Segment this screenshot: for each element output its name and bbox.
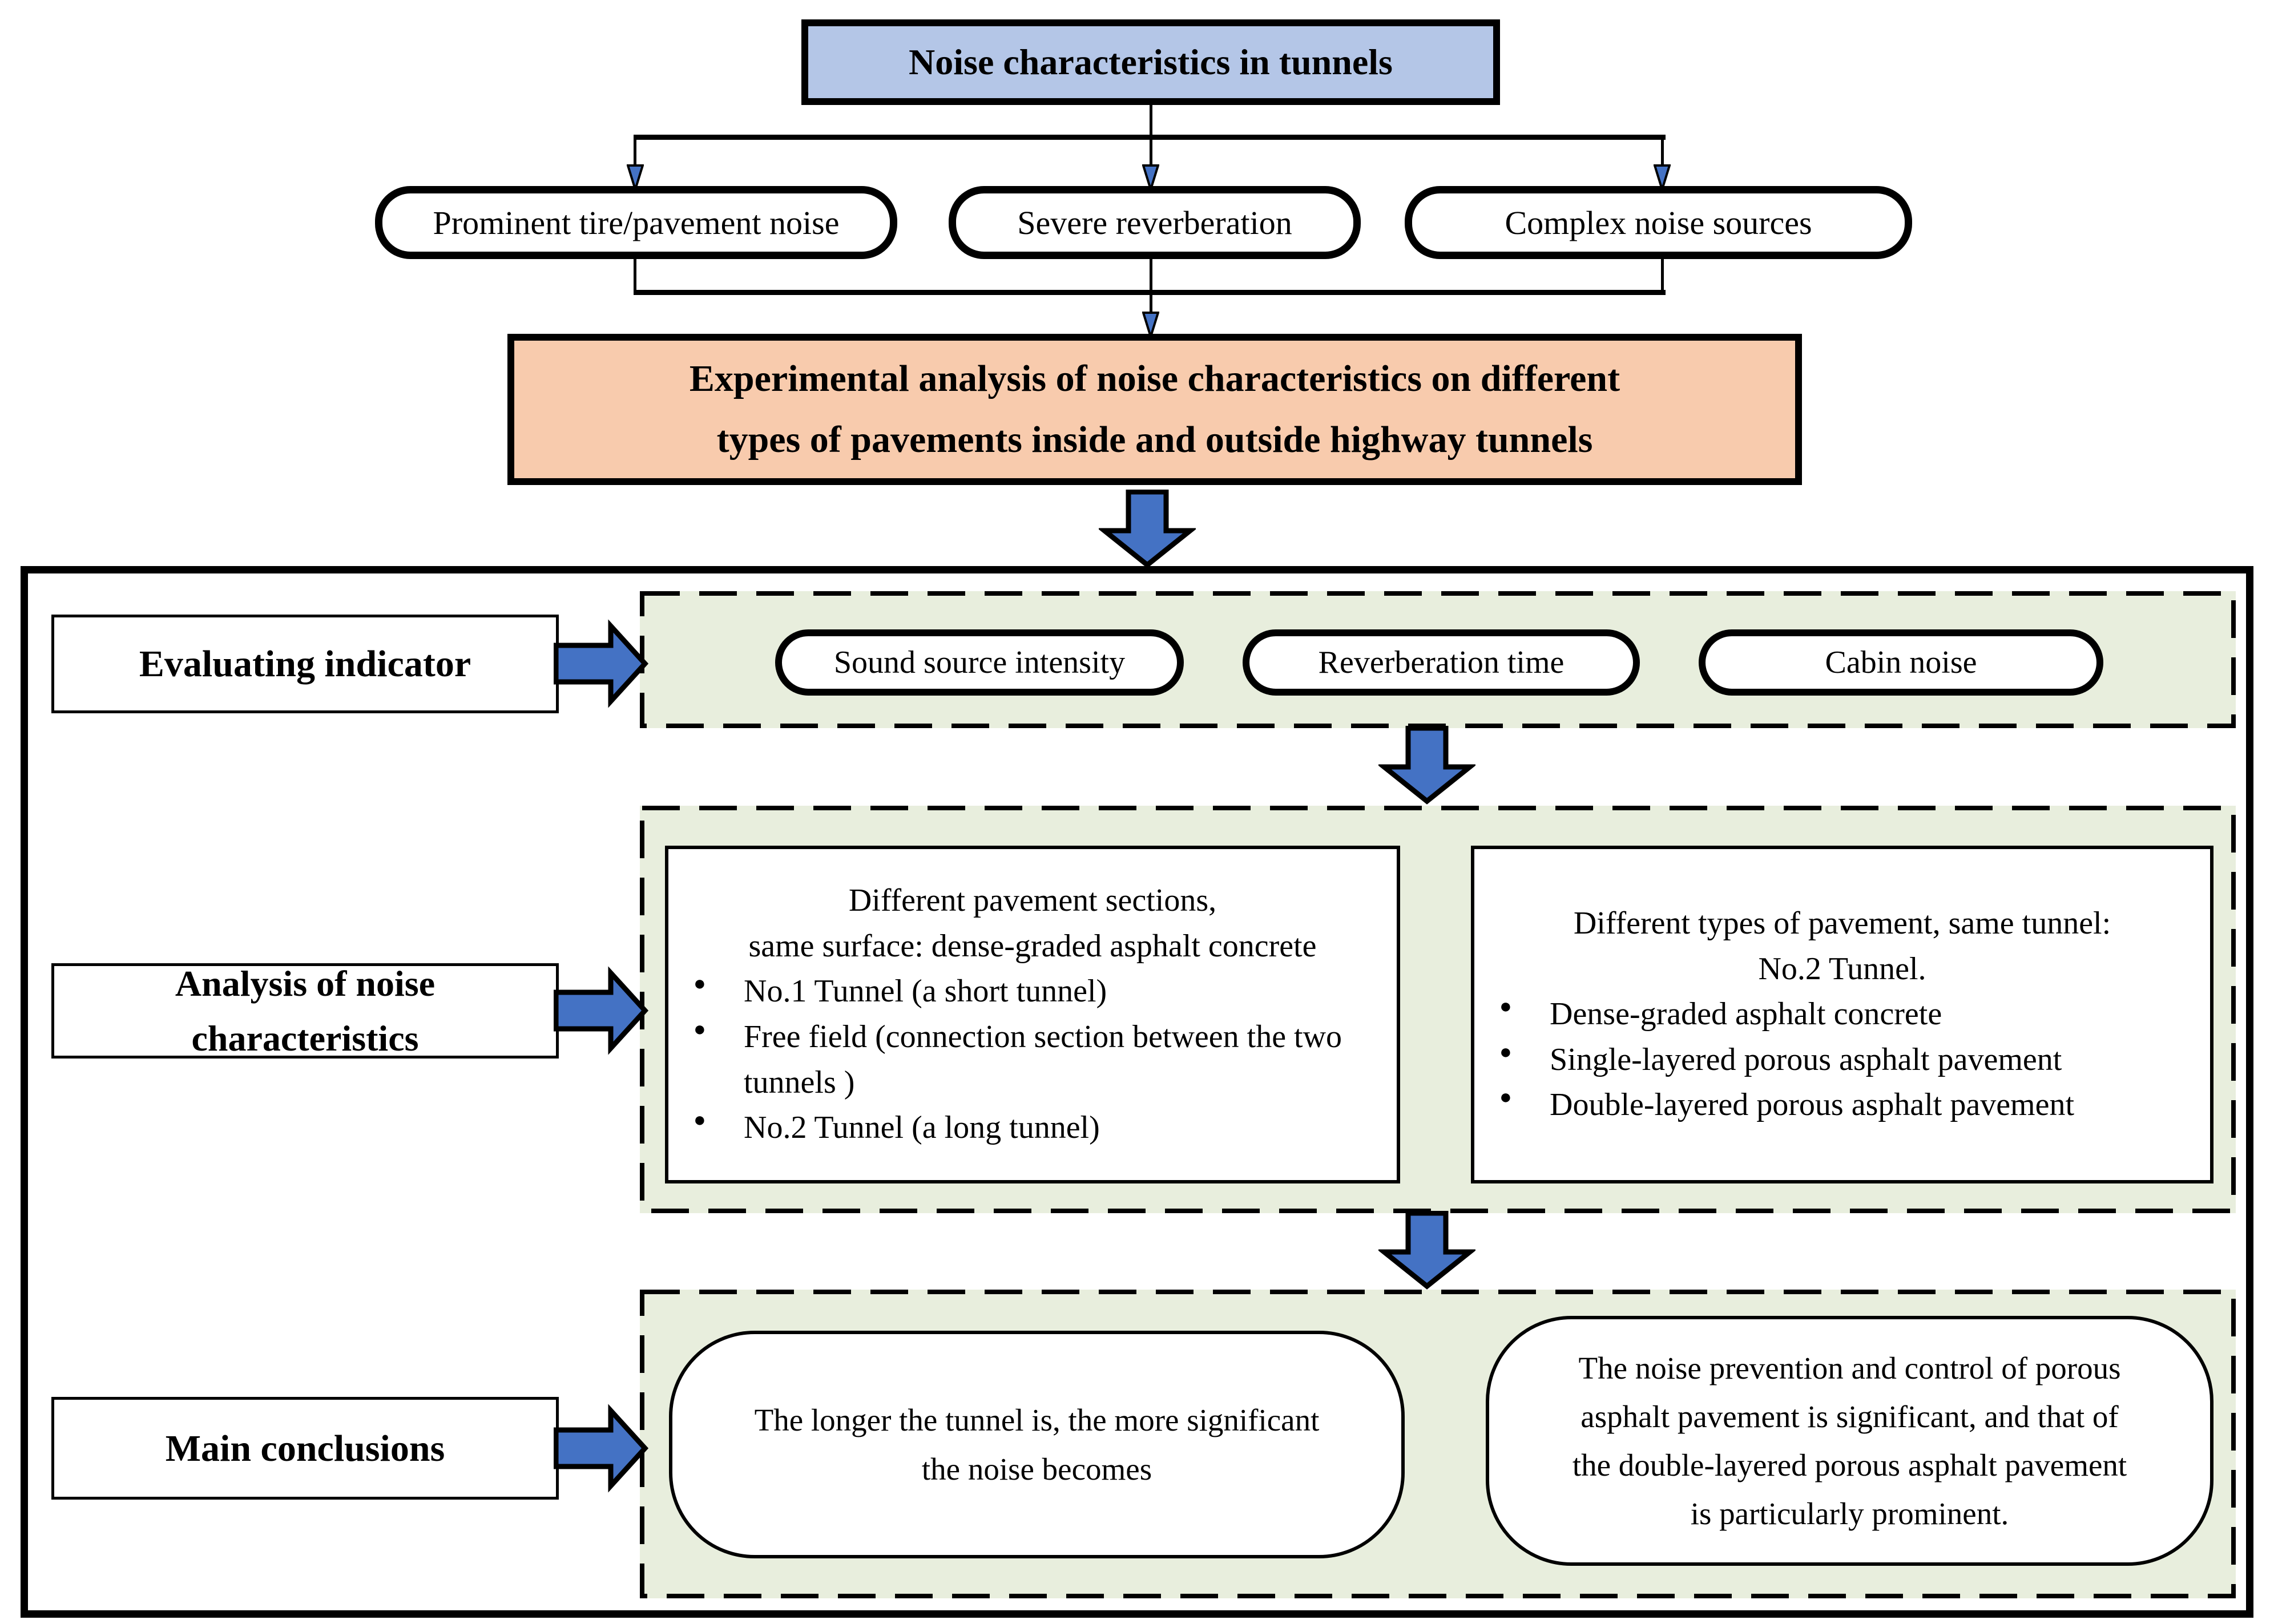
right-arrow-icon: [554, 1404, 649, 1493]
bullet-item: No.1 Tunnel (a short tunnel): [668, 969, 1397, 1015]
arrowhead-icon: [1142, 312, 1159, 338]
box-heading: Different pavement sections,: [848, 883, 1217, 919]
node-title: Noise characteristics in tunnels: [801, 19, 1500, 105]
bullet-list: No.1 Tunnel (a short tunnel) Free field …: [668, 969, 1397, 1150]
bullet-item: Free field (connection section between t…: [668, 1015, 1397, 1105]
box-heading: same surface: dense-graded asphalt concr…: [748, 928, 1317, 964]
arrowhead-icon: [1142, 164, 1159, 191]
connector-line: [1150, 259, 1152, 292]
bullet-item: Single-layered porous asphalt pavement: [1474, 1037, 2210, 1083]
right-arrow-icon: [554, 966, 649, 1055]
oval-severe-reverberation: Severe reverberation: [949, 186, 1361, 259]
conclusion-line: is particularly prominent.: [1690, 1496, 2009, 1532]
box-heading: No.2 Tunnel.: [1758, 951, 1926, 987]
analysis-box-sections: Different pavement sections, same surfac…: [665, 846, 1400, 1183]
conclusion-line: asphalt pavement is significant, and tha…: [1580, 1399, 2119, 1434]
label-analysis: Analysis of noise characteristics: [51, 963, 559, 1059]
bullet-item: Dense-graded asphalt concrete: [1474, 992, 2210, 1037]
down-arrow-icon: [1099, 490, 1196, 568]
bullet-item: No.2 Tunnel (a long tunnel): [668, 1105, 1397, 1151]
conclusion-line: The noise prevention and control of poro…: [1578, 1350, 2121, 1385]
experiment-line: Experimental analysis of noise character…: [689, 357, 1620, 399]
dashed-border: [640, 1290, 2236, 1598]
arrowhead-icon: [627, 164, 644, 191]
down-arrow-icon: [1378, 1211, 1475, 1290]
oval-reverberation-time: Reverberation time: [1243, 629, 1640, 696]
conclusion-line: the double-layered porous asphalt paveme…: [1572, 1448, 2127, 1482]
box-heading: Different types of pavement, same tunnel…: [1573, 906, 2111, 942]
oval-sound-source-intensity: Sound source intensity: [775, 629, 1184, 696]
analysis-box-pavement-types: Different types of pavement, same tunnel…: [1471, 846, 2213, 1183]
arrowhead-icon: [1654, 164, 1671, 191]
label-evaluating-indicator: Evaluating indicator: [51, 615, 559, 713]
connector-line: [1150, 292, 1152, 313]
down-arrow-icon: [1378, 726, 1475, 805]
label-line: Analysis of noise: [175, 963, 436, 1004]
experiment-line: types of pavements inside and outside hi…: [716, 418, 1593, 460]
conclusion-porous-pavement: The noise prevention and control of poro…: [1486, 1316, 2213, 1566]
connector-line: [634, 135, 1666, 140]
bullet-list: Dense-graded asphalt concrete Single-lay…: [1474, 992, 2210, 1128]
label-main-conclusions: Main conclusions: [51, 1397, 559, 1500]
conclusion-line: the noise becomes: [921, 1451, 1152, 1486]
conclusion-line: The longer the tunnel is, the more signi…: [754, 1403, 1320, 1438]
oval-tire-pavement-noise: Prominent tire/pavement noise: [375, 186, 897, 259]
conclusion-tunnel-length: The longer the tunnel is, the more signi…: [669, 1331, 1405, 1558]
oval-cabin-noise: Cabin noise: [1699, 629, 2103, 696]
connector-line: [1661, 137, 1664, 165]
connector-line: [634, 137, 636, 165]
bullet-item: Double-layered porous asphalt pavement: [1474, 1082, 2210, 1128]
right-arrow-icon: [554, 619, 649, 708]
node-experimental-analysis: Experimental analysis of noise character…: [507, 334, 1802, 485]
connector-line: [1661, 259, 1664, 292]
connector-line: [634, 259, 636, 292]
label-line: characteristics: [191, 1017, 419, 1059]
oval-complex-noise-sources: Complex noise sources: [1405, 186, 1912, 259]
